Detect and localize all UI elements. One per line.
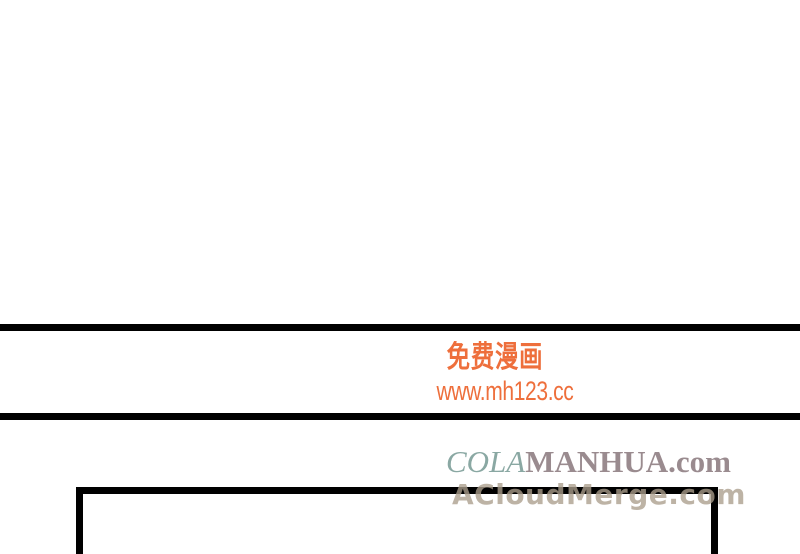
site-watermark-url: www.mh123.cc — [436, 376, 574, 406]
acloudmerge-watermark: ACloudMerge.com — [452, 478, 746, 511]
comic-page: 免费漫画 www.mh123.cc COLAMANHUA.com ACloudM… — [0, 324, 800, 554]
comic-panel-band — [0, 324, 800, 420]
colamanhua-watermark: COLAMANHUA.com — [446, 446, 731, 478]
colamanhua-suffix: MANHUA.com — [525, 444, 732, 479]
site-watermark-cn: 免费漫画 — [446, 341, 544, 374]
colamanhua-prefix: COLA — [446, 444, 526, 479]
